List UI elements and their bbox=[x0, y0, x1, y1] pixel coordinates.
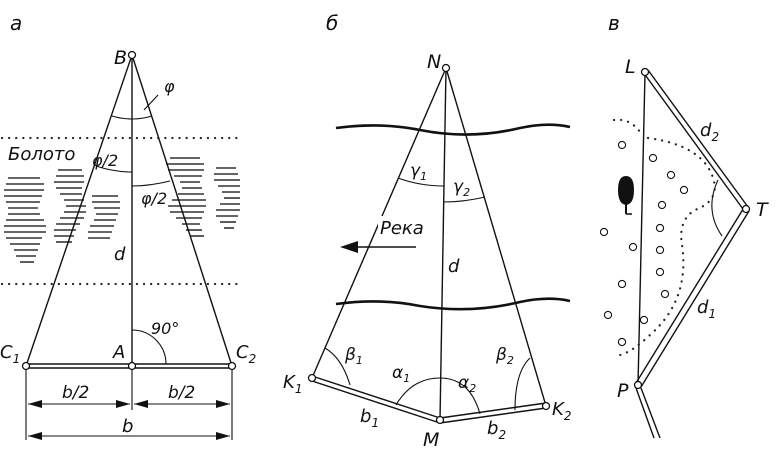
tree-icon bbox=[618, 176, 634, 215]
panel-a: а bbox=[0, 11, 256, 440]
panel-a-letter: а bbox=[10, 11, 22, 35]
point-T bbox=[741, 204, 751, 214]
label-C1: C1 bbox=[0, 342, 20, 366]
label-gamma1: γ1 bbox=[410, 161, 427, 183]
river-flow-arrow-head bbox=[340, 241, 358, 253]
line-K1-M-a bbox=[311, 375, 441, 419]
swamp-label-bg bbox=[4, 141, 92, 165]
angle-phi-pointer bbox=[143, 94, 159, 111]
right-angle-arc bbox=[131, 329, 167, 365]
label-beta1: β1 bbox=[344, 345, 363, 367]
line-L-T-a bbox=[642, 71, 744, 210]
angle-alpha1-arc bbox=[395, 377, 441, 406]
arrow-half-right-start bbox=[134, 400, 148, 408]
arrow-half-left-start bbox=[28, 400, 42, 408]
river-label-bg bbox=[378, 216, 440, 240]
line-L-T-b bbox=[647, 69, 749, 208]
line-N-K2 bbox=[445, 67, 547, 407]
point-K1 bbox=[307, 373, 317, 383]
label-K2: K2 bbox=[552, 399, 571, 423]
label-phi-half-left: φ/2 bbox=[92, 151, 118, 170]
line-P-out-b bbox=[640, 387, 661, 439]
label-B: B bbox=[114, 47, 127, 69]
swamp-label: Болото bbox=[8, 144, 75, 165]
river-bank-bottom bbox=[335, 297, 571, 311]
line-B-C1 bbox=[25, 54, 133, 367]
point-B bbox=[127, 50, 137, 60]
obstacle-boundary-right bbox=[618, 136, 716, 357]
point-P bbox=[633, 380, 643, 390]
label-alpha2: α2 bbox=[458, 373, 476, 395]
point-M bbox=[435, 415, 445, 425]
label-b1: b1 bbox=[360, 406, 379, 430]
label-d2: d2 bbox=[700, 120, 719, 144]
label-gamma2: γ2 bbox=[453, 177, 470, 199]
point-K2 bbox=[541, 401, 551, 411]
point-L bbox=[640, 67, 650, 77]
line-M-K2-a bbox=[439, 402, 547, 419]
angle-gamma2-arc bbox=[443, 196, 486, 203]
label-C2: C2 bbox=[236, 342, 256, 366]
point-A bbox=[127, 361, 137, 371]
label-phi-half-right: φ/2 bbox=[141, 189, 167, 208]
label-half-base-right: b/2 bbox=[168, 383, 195, 403]
label-A: A bbox=[112, 342, 125, 363]
angle-beta1-arc bbox=[324, 347, 351, 386]
line-M-K2-b bbox=[439, 407, 547, 424]
angle-phi-arc bbox=[111, 115, 153, 120]
label-K1: K1 bbox=[283, 372, 302, 396]
angle-alpha2-arc bbox=[439, 377, 481, 415]
label-P: P bbox=[617, 380, 629, 402]
swamp-hatching bbox=[4, 157, 240, 263]
label-b2: b2 bbox=[487, 418, 506, 442]
panel-b: б Река N γ1 γ2 d β1 β2 bbox=[283, 11, 571, 451]
arrow-half-right-end bbox=[216, 400, 230, 408]
angle-gamma1-arc bbox=[397, 177, 445, 187]
obstacle-boundary-top-left bbox=[612, 118, 642, 134]
line-T-P-a bbox=[635, 205, 746, 384]
line-N-M bbox=[439, 67, 447, 421]
label-phi: φ bbox=[164, 77, 175, 96]
river-label: Река bbox=[380, 218, 424, 239]
label-L: L bbox=[625, 56, 636, 78]
arrow-half-left-end bbox=[116, 400, 130, 408]
label-beta2: β2 bbox=[495, 345, 514, 367]
river-bank-top bbox=[335, 123, 571, 136]
label-d-a: d bbox=[114, 244, 126, 265]
line-B-C2 bbox=[131, 54, 233, 367]
tree-markers bbox=[599, 140, 689, 347]
point-C2 bbox=[227, 361, 237, 371]
panel-b-letter: б bbox=[326, 11, 338, 35]
angle-half-left-arc bbox=[95, 165, 133, 173]
label-d1: d1 bbox=[697, 297, 716, 321]
label-alpha1: α1 bbox=[392, 363, 410, 385]
label-base: b bbox=[122, 416, 133, 437]
label-M: M bbox=[423, 429, 439, 451]
label-T: T bbox=[756, 199, 769, 221]
angle-beta2-arc bbox=[514, 357, 531, 411]
panel-c-letter: в bbox=[608, 11, 620, 35]
label-N: N bbox=[427, 51, 441, 73]
panel-c: в bbox=[599, 11, 769, 439]
line-K1-M-b bbox=[311, 380, 441, 424]
label-90: 90° bbox=[151, 319, 179, 338]
line-P-out-a bbox=[635, 387, 655, 439]
arrow-base-start bbox=[28, 432, 42, 440]
point-N bbox=[441, 63, 451, 73]
arrow-base-end bbox=[216, 432, 230, 440]
angle-half-right-arc bbox=[131, 180, 171, 187]
line-T-P-b bbox=[640, 210, 750, 388]
angle-T-arc bbox=[711, 179, 723, 237]
label-d-b: d bbox=[448, 256, 460, 277]
label-half-base-left: b/2 bbox=[62, 383, 89, 403]
point-C1 bbox=[21, 361, 31, 371]
line-L-P bbox=[637, 72, 646, 386]
